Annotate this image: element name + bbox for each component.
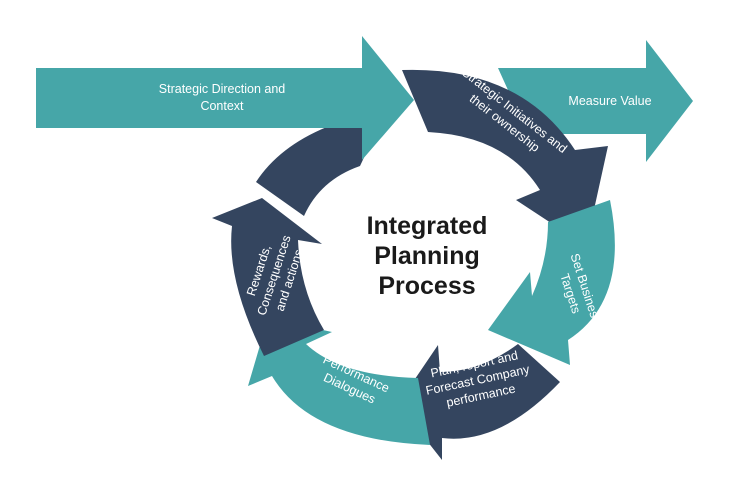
cycle-segment-performance-dialogues (248, 318, 430, 445)
strategic-direction-label-line1: Strategic Direction and (159, 82, 286, 96)
cycle-segment-strategic-initiatives (402, 69, 608, 247)
cycle-segment-rewards (212, 198, 324, 356)
center-title-line1: Integrated (367, 212, 488, 240)
strategic-direction-label-line2: Context (200, 99, 244, 113)
cycle-segment-set-targets (488, 200, 615, 365)
cycle-segment-plan-report (398, 344, 560, 460)
center-title-line2: Planning (374, 242, 480, 270)
center-title-line3: Process (378, 272, 475, 300)
cycle-segment-upper-left (256, 122, 376, 216)
measure-value-label: Measure Value (568, 94, 651, 108)
strategic-direction-arrow (36, 36, 414, 160)
